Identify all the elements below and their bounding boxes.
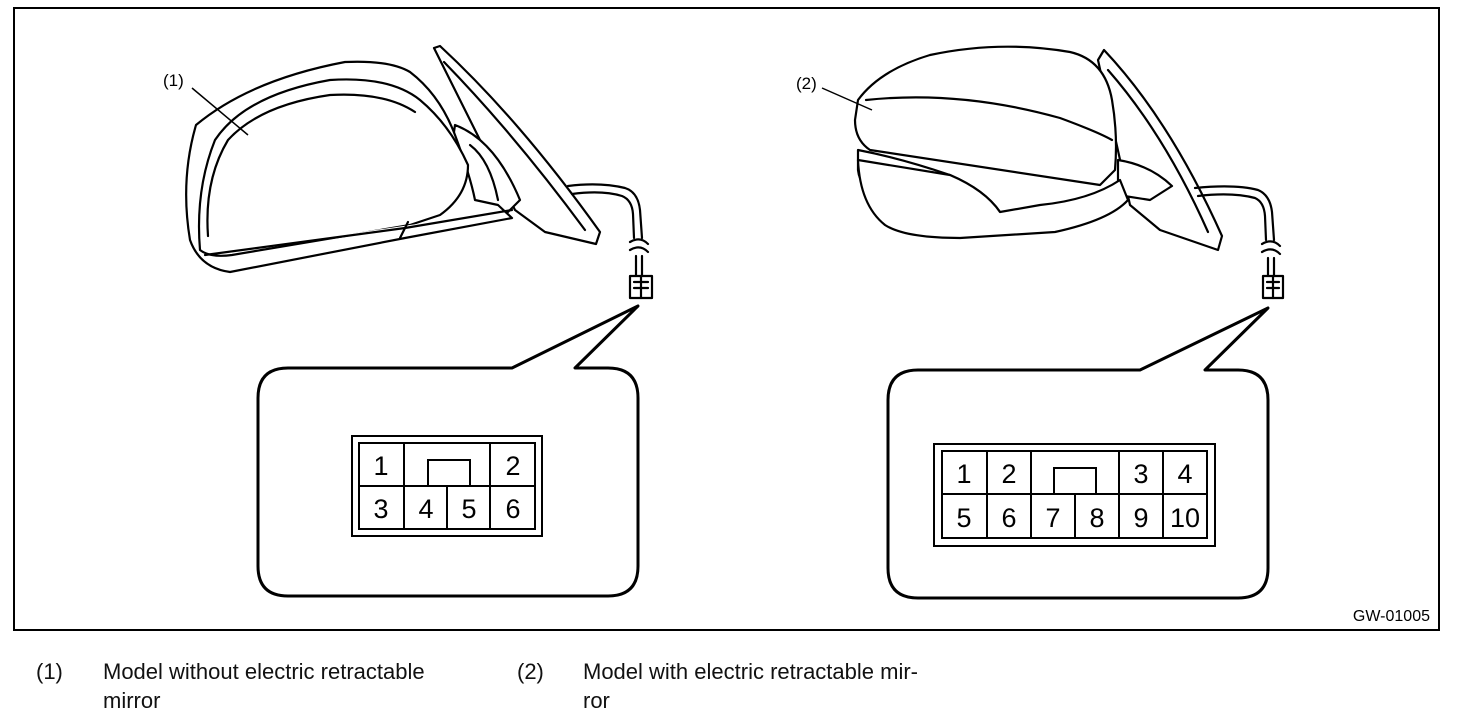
callout-2-label: (2)	[796, 74, 817, 93]
connector-1-pins: 1 2 3 4 5 6	[373, 451, 520, 524]
legend-1-text-line2: mirror	[103, 688, 161, 713]
pin-label: 5	[956, 503, 971, 533]
connector-2-face	[933, 443, 1216, 547]
legend-2-number: (2)	[517, 659, 544, 684]
legend-2-text-line1: Model with electric retractable mir-	[583, 659, 918, 684]
mirror-2-illustration	[853, 45, 1285, 300]
connector-1-face	[351, 435, 543, 537]
pin-label: 10	[1170, 503, 1200, 533]
pin-label: 6	[505, 494, 520, 524]
mirror-1-illustration	[185, 44, 654, 300]
pin-label: 4	[1177, 459, 1192, 489]
pin-label: 3	[373, 494, 388, 524]
pin-label: 9	[1133, 503, 1148, 533]
pin-label: 1	[373, 451, 388, 481]
legend-2-text-line2: ror	[583, 688, 610, 713]
pin-label: 4	[418, 494, 433, 524]
pin-label: 6	[1001, 503, 1016, 533]
pin-label: 2	[505, 451, 520, 481]
pin-label: 1	[956, 459, 971, 489]
legend-1-number: (1)	[36, 659, 63, 684]
pin-label: 5	[461, 494, 476, 524]
pin-label: 7	[1045, 503, 1060, 533]
callout-1-leader	[191, 87, 249, 136]
pin-label: 2	[1001, 459, 1016, 489]
connector-2-balloon	[886, 306, 1270, 600]
pin-label: 3	[1133, 459, 1148, 489]
callout-2-leader	[821, 87, 873, 111]
pin-label: 8	[1089, 503, 1104, 533]
figure-id: GW-01005	[1353, 608, 1430, 625]
legend-1-text-line1: Model without electric retractable	[103, 659, 425, 684]
callout-1-label: (1)	[163, 71, 184, 90]
connector-2-pins: 1 2 3 4 5 6 7 8 9 10	[956, 459, 1200, 533]
